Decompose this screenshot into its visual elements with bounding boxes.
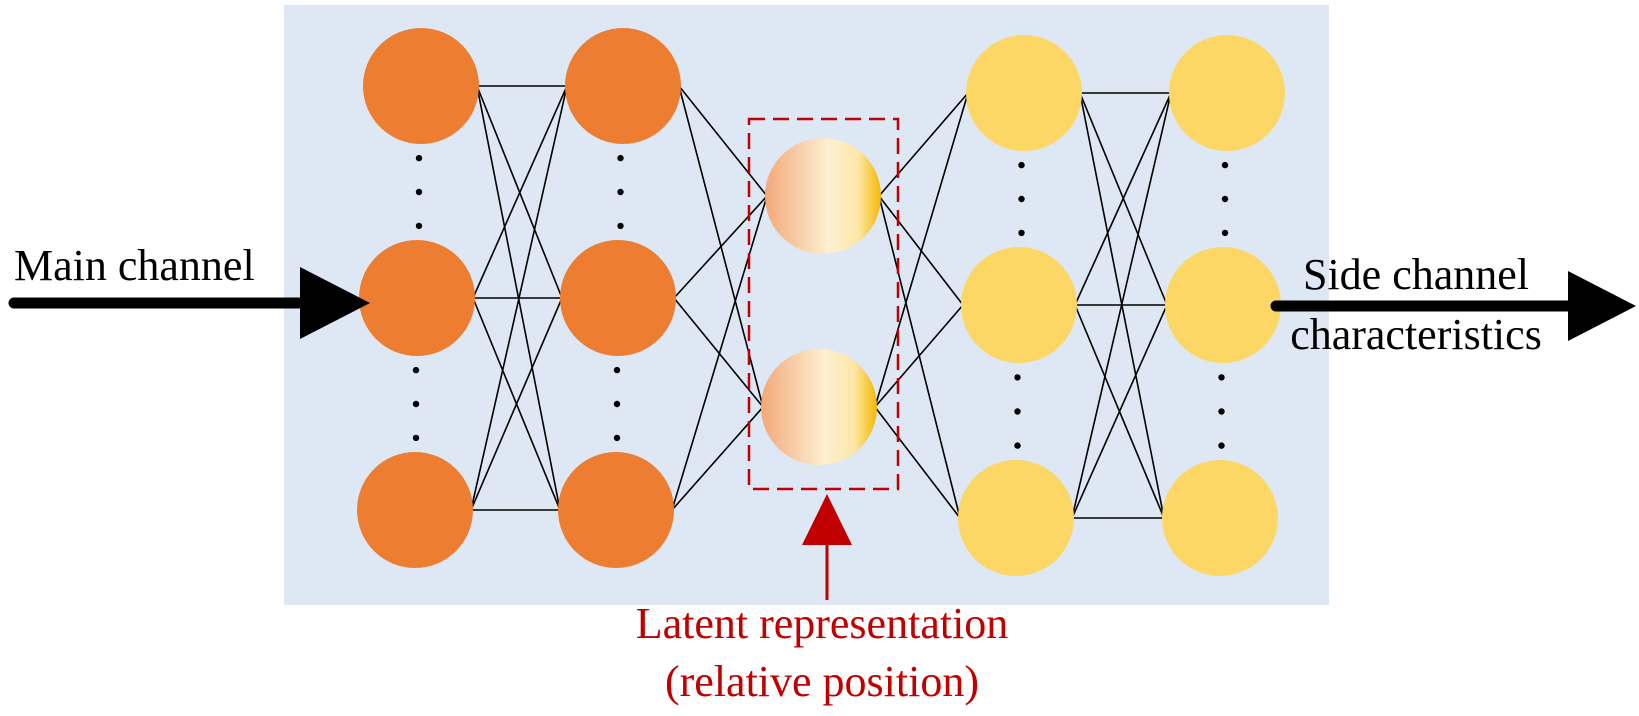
connection-line: [878, 92, 969, 197]
ellipsis-dot: [415, 222, 423, 230]
ellipsis-dot: [412, 366, 420, 374]
ellipsis-dot: [412, 400, 420, 408]
arrow-up-icon: [802, 494, 852, 600]
decoder-layer-1-node: [966, 35, 1082, 151]
ellipsis-dot: [613, 434, 621, 442]
encoder-layer-1-node: [363, 28, 479, 144]
ellipsis-dot: [1014, 374, 1021, 381]
ellipsis-dot: [415, 154, 423, 162]
decoder-layer-1-node: [958, 460, 1074, 576]
connection-line: [673, 195, 768, 299]
ellipsis-dot: [1221, 229, 1229, 237]
decoder-layer-2-node: [1162, 460, 1278, 576]
input-label: Main channel: [14, 241, 255, 290]
encoder-layer-2-node: [565, 28, 681, 144]
ellipsis-dot: [1018, 195, 1025, 203]
ellipsis-dot: [1014, 408, 1021, 415]
connection-line: [470, 297, 563, 511]
connection-line: [470, 85, 568, 511]
latent-box: [747, 117, 900, 491]
ellipsis-dot: [1218, 408, 1225, 415]
connection-line: [874, 406, 961, 519]
connection-line: [1071, 304, 1168, 519]
connection-line: [678, 85, 768, 197]
output-label-line1: Side channel: [1303, 250, 1529, 299]
ellipsis-dot: [412, 434, 420, 442]
ellipsis-dot: [617, 188, 624, 196]
ellipsis-dot: [415, 188, 423, 196]
ellipsis-dot: [613, 366, 621, 374]
latent-label-line2: (relative position): [665, 657, 979, 706]
encoder-layer-1-node: [357, 452, 473, 568]
nodes: [357, 28, 1285, 576]
encoder-layer-2-node: [560, 240, 676, 356]
latent-label-line1: Latent representation: [636, 599, 1009, 648]
connection-line: [1074, 92, 1172, 306]
ellipsis-dot: [617, 154, 624, 162]
output-label-line2: characteristics: [1290, 310, 1542, 359]
connection-line: [878, 195, 961, 519]
latent-layer-node: [761, 349, 877, 465]
latent-layer-node: [765, 138, 881, 254]
ellipsis-dot: [1018, 161, 1025, 169]
ellipsis-dot: [1221, 161, 1229, 169]
connection-line: [874, 304, 964, 408]
ellipsis-dot: [1218, 374, 1225, 381]
ellipsis-dots: [412, 154, 1229, 449]
connection-line: [1071, 92, 1172, 519]
arrow-right-icon: [8, 267, 370, 339]
ellipsis-dot: [1221, 195, 1229, 203]
connection-line: [874, 92, 969, 408]
ellipsis-dot: [1018, 229, 1025, 237]
ellipsis-dot: [617, 222, 624, 230]
connection-line: [472, 85, 568, 299]
encoder-layer-1-node: [359, 240, 475, 356]
ellipsis-dot: [1014, 442, 1021, 449]
decoder-layer-1-node: [961, 247, 1077, 363]
decoder-layer-2-node: [1165, 247, 1281, 363]
connection-line: [671, 195, 768, 511]
ellipsis-dot: [613, 400, 621, 408]
arrow-right-icon: [1270, 271, 1636, 341]
ellipsis-dot: [1218, 442, 1225, 449]
decoder-layer-2-node: [1169, 35, 1285, 151]
encoder-layer-2-node: [558, 452, 674, 568]
